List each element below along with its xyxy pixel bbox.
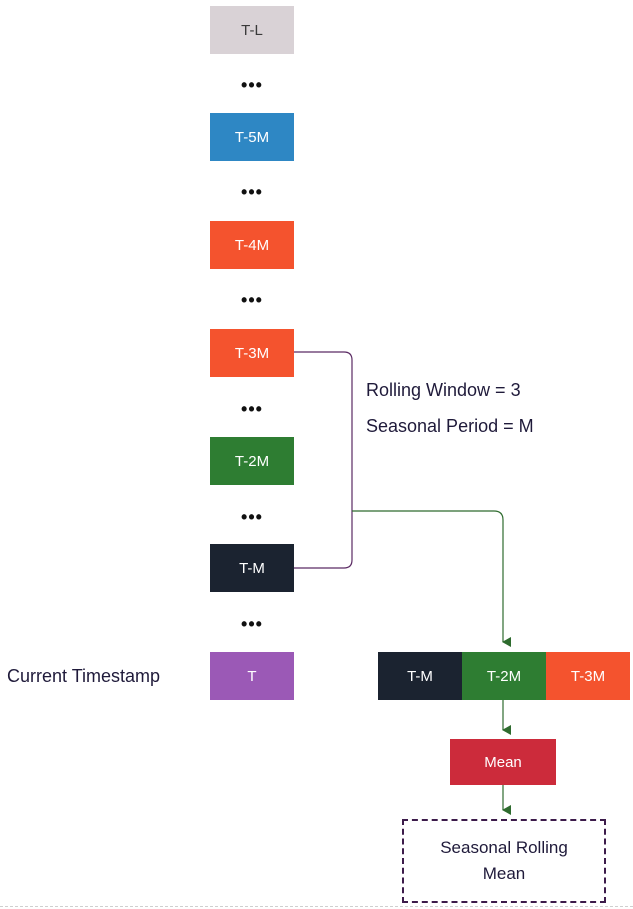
timeline-box-label: T (247, 667, 257, 685)
timeline-box-t-3m: T-3M (210, 329, 294, 377)
window-box-t-m: T-M (378, 652, 462, 700)
timeline-box-t-5m: T-5M (210, 113, 294, 161)
timeline-box-t-m: T-M (210, 544, 294, 592)
rolling-window-label: Rolling Window = 3 (366, 380, 521, 400)
timeline-box-t-2m: T-2M (210, 437, 294, 485)
seasonal-rolling-mean-label: Seasonal Rolling Mean (440, 838, 568, 883)
timeline-box-label: T-2M (234, 452, 270, 470)
timeline-box-label: T-L (241, 21, 263, 39)
ellipsis: ••• (241, 507, 263, 527)
timeline-box-label: T-5M (234, 128, 270, 146)
ellipsis: ••• (241, 290, 263, 310)
ellipsis: ••• (241, 75, 263, 95)
window-bracket (294, 351, 353, 569)
window-box-label: T-3M (570, 667, 606, 685)
timeline-box-label: T-3M (234, 344, 270, 362)
current-timestamp-label: Current Timestamp (7, 666, 161, 686)
timeline-box-label: T-M (239, 559, 265, 577)
bottom-divider (0, 906, 633, 908)
seasonal-period-label: Seasonal Period = M (366, 416, 534, 436)
timeline-box-t: T (210, 652, 294, 700)
ellipsis: ••• (241, 399, 263, 419)
ellipsis: ••• (241, 614, 263, 634)
window-box-t-2m: T-2M (462, 652, 546, 700)
window-box-label: T-2M (486, 667, 522, 685)
mean-label: Mean (484, 753, 522, 771)
window-box-label: T-M (407, 667, 433, 685)
seasonal-rolling-mean-box: Seasonal Rolling Mean (402, 819, 606, 903)
timeline-box-t-4m: T-4M (210, 221, 294, 269)
window-box-t-3m: T-3M (546, 652, 630, 700)
mean-box: Mean (450, 739, 556, 785)
timeline-box-t-l: T-L (210, 6, 294, 54)
timeline-box-label: T-4M (234, 236, 270, 254)
bracket-to-row-arrow (352, 510, 511, 647)
ellipsis: ••• (241, 182, 263, 202)
